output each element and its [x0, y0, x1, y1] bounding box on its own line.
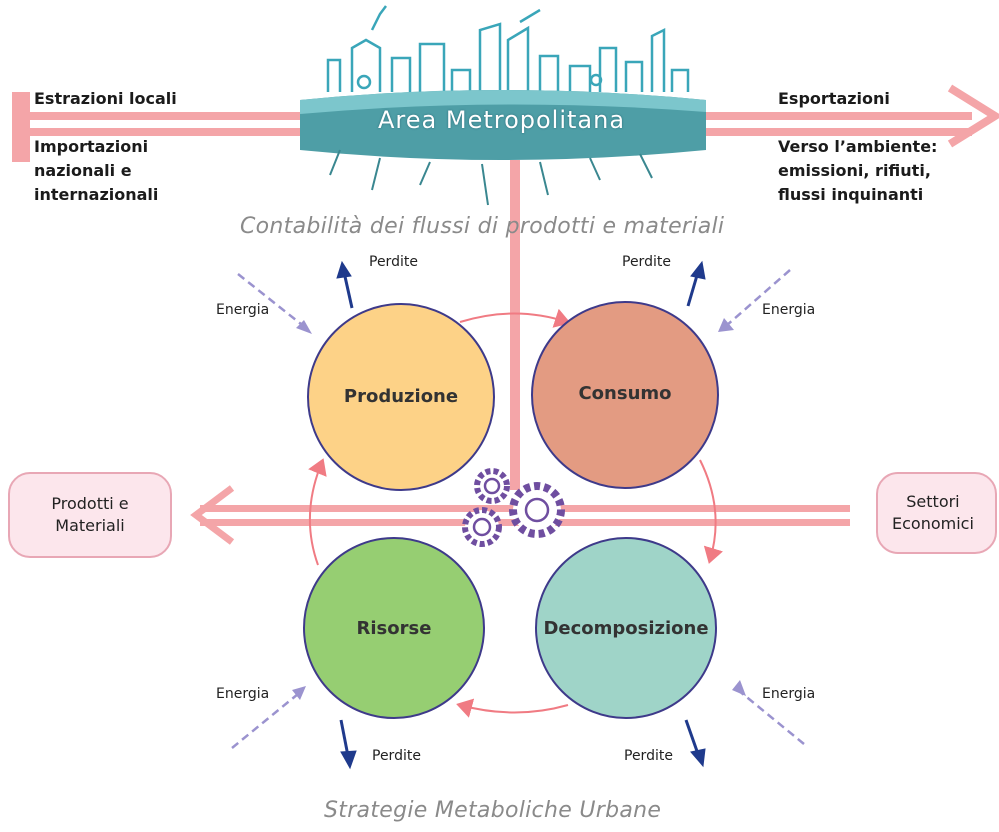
produzione-circle[interactable]: [307, 303, 495, 491]
risorse-label: Risorse: [356, 618, 432, 639]
energia-label-bottom-left: Energia: [216, 686, 270, 702]
vertical-flow-bar: [510, 160, 520, 490]
importazioni-line-2: nazionali e: [34, 161, 132, 180]
importazioni-line-3: internazionali: [34, 185, 159, 204]
perdite-label-bottom-left: Perdite: [372, 748, 421, 764]
energia-label-top-right: Energia: [762, 302, 816, 318]
prodotti-materiali-pill[interactable]: Prodotti e Materiali: [8, 472, 172, 558]
consumo-circle[interactable]: [531, 301, 719, 489]
ambiente-line-3: flussi inquinanti: [778, 185, 924, 204]
produzione-label: Produzione: [343, 386, 459, 407]
city-skyline-icon: [326, 5, 690, 92]
decomposizione-circle[interactable]: [535, 537, 717, 719]
esportazioni-label: Esportazioni: [778, 89, 890, 108]
cycle-arrows: [308, 308, 724, 718]
settori-pill-line-1: Settori: [906, 492, 960, 511]
gear-icon: [462, 468, 565, 547]
energia-label-bottom-right: Energia: [762, 686, 816, 702]
energia-arrowheads: [292, 318, 746, 700]
settori-pill-line-2: Economici: [892, 514, 974, 533]
prodotti-pill-line-1: Prodotti e: [51, 494, 129, 513]
ambiente-line-2: emissioni, rifiuti,: [778, 161, 931, 180]
metro-banner: [300, 90, 706, 206]
consumo-label: Consumo: [578, 383, 672, 404]
perdite-arrows: [336, 260, 706, 770]
importazioni-line-1: Importazioni: [34, 137, 149, 156]
ambiente-line-1: Verso l’ambiente:: [778, 137, 938, 156]
estrazioni-label: Estrazioni locali: [34, 89, 177, 108]
settori-economici-pill[interactable]: Settori Economici: [876, 472, 997, 554]
perdite-label-bottom-right: Perdite: [624, 748, 673, 764]
energia-label-top-left: Energia: [216, 302, 270, 318]
perdite-label-top-left: Perdite: [369, 254, 418, 270]
energia-arrows: [231, 269, 805, 749]
perdite-label-top-right: Perdite: [622, 254, 671, 270]
bottom-caption: Strategie Metaboliche Urbane: [324, 798, 662, 823]
top-caption: Contabilità dei flussi di prodotti e mat…: [240, 214, 725, 239]
prodotti-pill-line-2: Materiali: [55, 516, 125, 535]
decomposizione-label: Decomposizione: [543, 618, 709, 639]
risorse-circle[interactable]: [303, 537, 485, 719]
metro-title: Area Metropolitana: [378, 106, 626, 134]
